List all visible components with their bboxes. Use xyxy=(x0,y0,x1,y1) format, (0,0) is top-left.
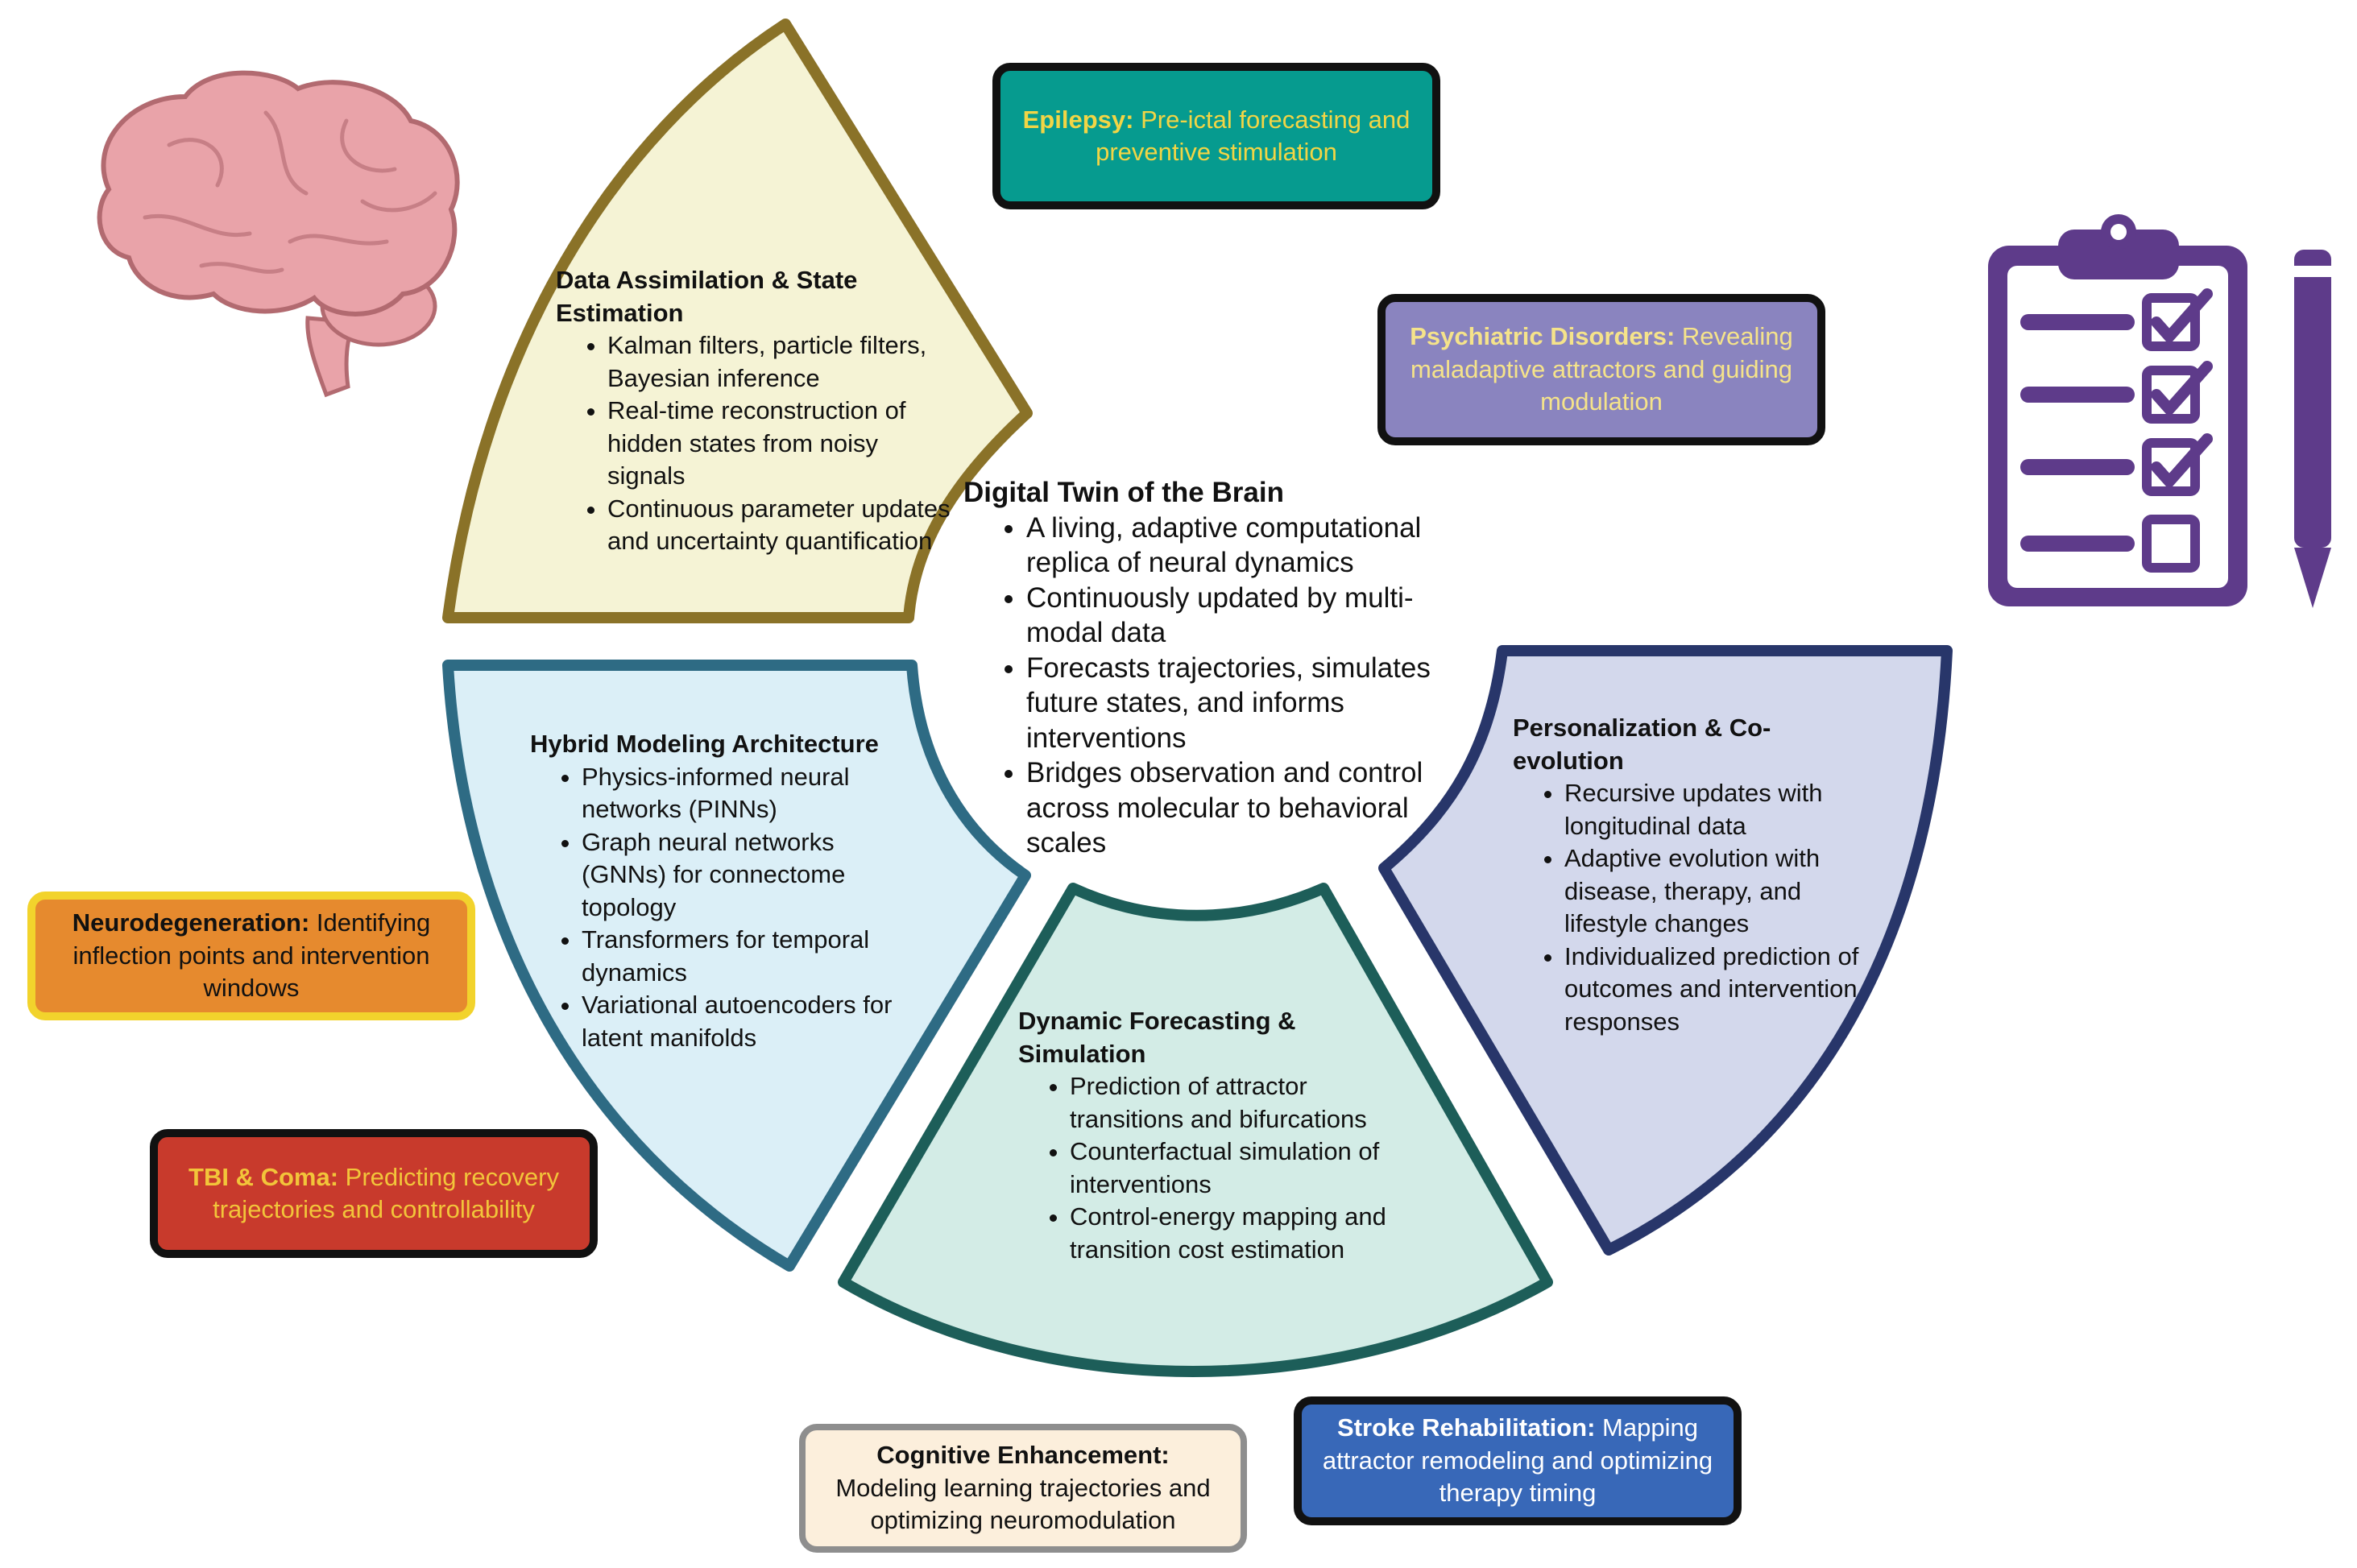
segment-personalization-shape xyxy=(1378,645,1953,1256)
application-label: Psychiatric Disorders: xyxy=(1410,322,1676,351)
list-item: A living, adaptive computational replica… xyxy=(1026,511,1479,581)
application-box-neurodegeneration: Neurodegeneration: Identifying inflectio… xyxy=(27,892,475,1020)
center-title: Digital Twin of the Brain xyxy=(963,477,1284,508)
segment-hybrid-modeling: Hybrid Modeling Architecture Physics-inf… xyxy=(530,728,917,1054)
list-item: Real-time reconstruction of hidden state… xyxy=(607,395,959,493)
list-item: Transformers for temporal dynamics xyxy=(582,924,917,989)
list-item: Counterfactual simulation of interventio… xyxy=(1070,1136,1421,1201)
segment-title: Hybrid Modeling Architecture xyxy=(530,730,879,758)
application-description: Predicting recovery trajectories and con… xyxy=(213,1162,559,1224)
segment-personalization: Personalization & Co-evolution Recursive… xyxy=(1513,712,1875,1038)
segment-title: Data Assimilation & State Estimation xyxy=(556,266,858,327)
list-item: Individualized prediction of outcomes an… xyxy=(1564,941,1875,1039)
application-label: Epilepsy: xyxy=(1022,105,1134,134)
application-label: TBI & Coma: xyxy=(188,1162,339,1191)
application-box-stroke: Stroke Rehabilitation: Mapping attractor… xyxy=(1294,1396,1742,1525)
application-box-epilepsy: Epilepsy: Pre-ictal forecasting and prev… xyxy=(992,63,1440,209)
application-box-tbi: TBI & Coma: Predicting recovery trajecto… xyxy=(150,1129,598,1258)
segment-dynamic-forecasting: Dynamic Forecasting & Simulation Predict… xyxy=(1018,1005,1421,1266)
application-label: Cognitive Enhancement: xyxy=(876,1441,1170,1470)
segment-title: Dynamic Forecasting & Simulation xyxy=(1018,1007,1296,1068)
list-item: Adaptive evolution with disease, therapy… xyxy=(1564,842,1875,941)
list-item: Variational autoencoders for latent mani… xyxy=(582,989,917,1054)
list-item: Continuously updated by multi-modal data xyxy=(1026,581,1479,651)
application-description: Mapping attractor remodeling and optimiz… xyxy=(1322,1413,1713,1508)
list-item: Kalman filters, particle filters, Bayesi… xyxy=(607,329,959,395)
segment-data-assimilation: Data Assimilation & State Estimation Kal… xyxy=(556,264,959,558)
application-description: Modeling learning trajectories and optim… xyxy=(835,1473,1211,1535)
application-box-cognitive: Cognitive Enhancement: Modeling learning … xyxy=(799,1424,1247,1553)
list-item: Forecasts trajectories, simulates future… xyxy=(1026,651,1479,756)
segment-dynamic-forecasting-shape xyxy=(838,883,1553,1377)
segment-hybrid-modeling-shape xyxy=(442,660,1031,1272)
list-item: Prediction of attractor transitions and … xyxy=(1070,1070,1421,1136)
list-item: Physics-informed neural networks (PINNs) xyxy=(582,761,917,826)
application-box-psychiatric: Psychiatric Disorders: Revealing maladap… xyxy=(1377,294,1825,445)
application-description: Pre-ictal forecasting and preventive sti… xyxy=(1096,105,1410,167)
application-description: Identifying inflection points and interv… xyxy=(72,908,431,1003)
list-item: Recursive updates with longitudinal data xyxy=(1564,777,1875,842)
list-item: Bridges observation and control across m… xyxy=(1026,755,1479,861)
application-label: Neurodegeneration: xyxy=(72,908,310,937)
clipboard-checklist-icon xyxy=(1988,214,2331,608)
segment-title: Personalization & Co-evolution xyxy=(1513,714,1771,775)
application-description: Revealing maladaptive attractors and gui… xyxy=(1410,322,1793,416)
brain-icon xyxy=(97,70,460,398)
list-item: Continuous parameter updates and uncerta… xyxy=(607,493,959,558)
application-label: Stroke Rehabilitation: xyxy=(1337,1413,1596,1442)
digital-twin-center: Digital Twin of the Brain A living, adap… xyxy=(963,475,1479,861)
list-item: Control-energy mapping and transition co… xyxy=(1070,1201,1421,1266)
segment-data-assimilation-shape xyxy=(442,19,1033,623)
list-item: Graph neural networks (GNNs) for connect… xyxy=(582,826,917,925)
